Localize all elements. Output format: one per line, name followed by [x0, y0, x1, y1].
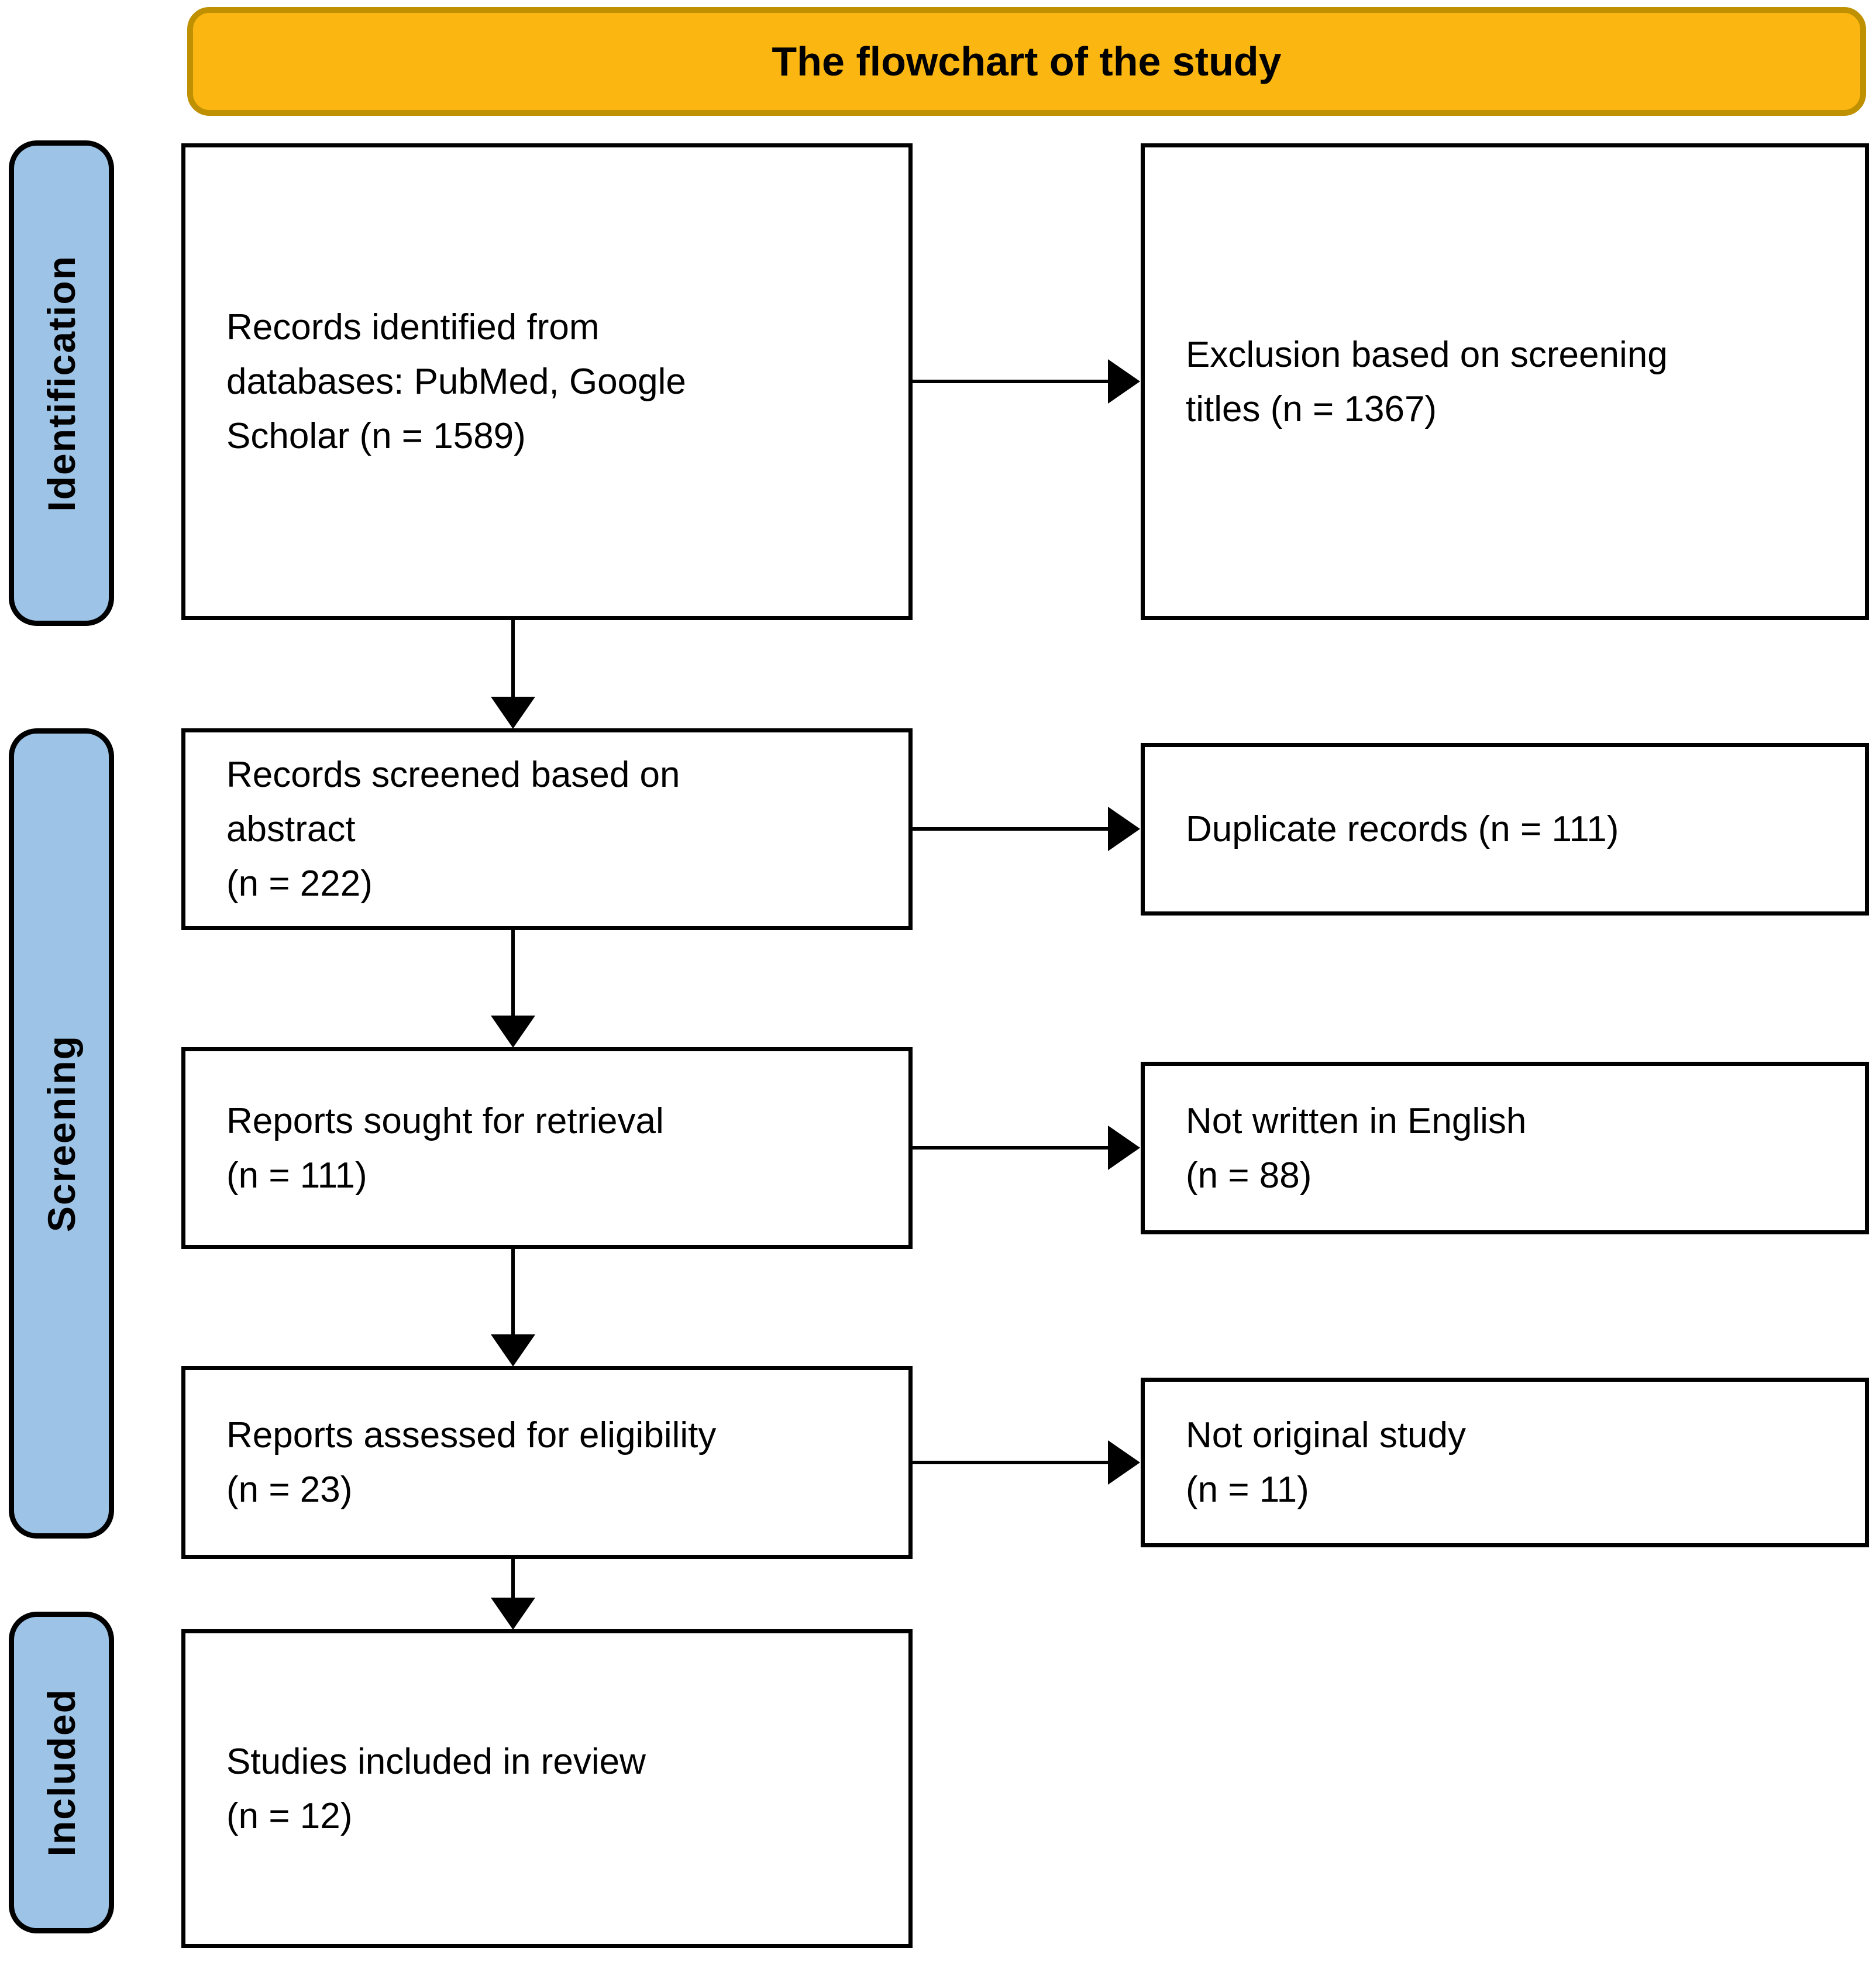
page-title: The flowchart of the study	[772, 39, 1282, 84]
arrow-right-exclusion	[913, 359, 1140, 404]
title-banner: The flowchart of the study	[187, 7, 1866, 116]
box-exclusion-titles: Exclusion based on screening titles (n =…	[1141, 143, 1869, 620]
box-text: Duplicate records (n = 111)	[1186, 809, 1619, 849]
stage-label-identification: Identification	[9, 140, 114, 626]
arrow-right-not-original	[913, 1440, 1140, 1485]
box-text: Not original study (n = 11)	[1186, 1415, 1467, 1510]
box-text: Studies included in review (n = 12)	[226, 1741, 646, 1836]
box-not-english: Not written in English (n = 88)	[1141, 1062, 1869, 1234]
arrow-down-sought-to-assessed	[491, 1249, 535, 1367]
box-text: Exclusion based on screening titles (n =…	[1186, 334, 1668, 429]
stage-label-text: Included	[40, 1688, 83, 1857]
stage-label-included: Included	[9, 1612, 114, 1933]
box-studies-included: Studies included in review (n = 12)	[181, 1629, 913, 1948]
box-reports-sought: Reports sought for retrieval (n = 111)	[181, 1047, 913, 1249]
box-text: Not written in English (n = 88)	[1186, 1100, 1527, 1196]
stage-label-screening: Screening	[9, 728, 114, 1539]
box-reports-assessed: Reports assessed for eligibility (n = 23…	[181, 1366, 913, 1559]
box-duplicate-records: Duplicate records (n = 111)	[1141, 743, 1869, 916]
arrow-right-not-english	[913, 1126, 1140, 1170]
box-text: Records identified from databases: PubMe…	[226, 307, 686, 456]
box-text: Reports assessed for eligibility (n = 23…	[226, 1415, 717, 1510]
arrow-right-duplicates	[913, 807, 1140, 851]
box-records-screened: Records screened based on abstract (n = …	[181, 728, 913, 930]
arrow-down-identified-to-screened	[491, 620, 535, 729]
arrow-down-screened-to-sought	[491, 930, 535, 1048]
arrow-down-assessed-to-included	[491, 1559, 535, 1630]
stage-label-text: Identification	[40, 254, 83, 512]
box-records-identified: Records identified from databases: PubMe…	[181, 143, 913, 620]
stage-label-text: Screening	[40, 1034, 83, 1233]
box-not-original: Not original study (n = 11)	[1141, 1378, 1869, 1547]
box-text: Records screened based on abstract (n = …	[226, 755, 680, 904]
box-text: Reports sought for retrieval (n = 111)	[226, 1100, 664, 1196]
